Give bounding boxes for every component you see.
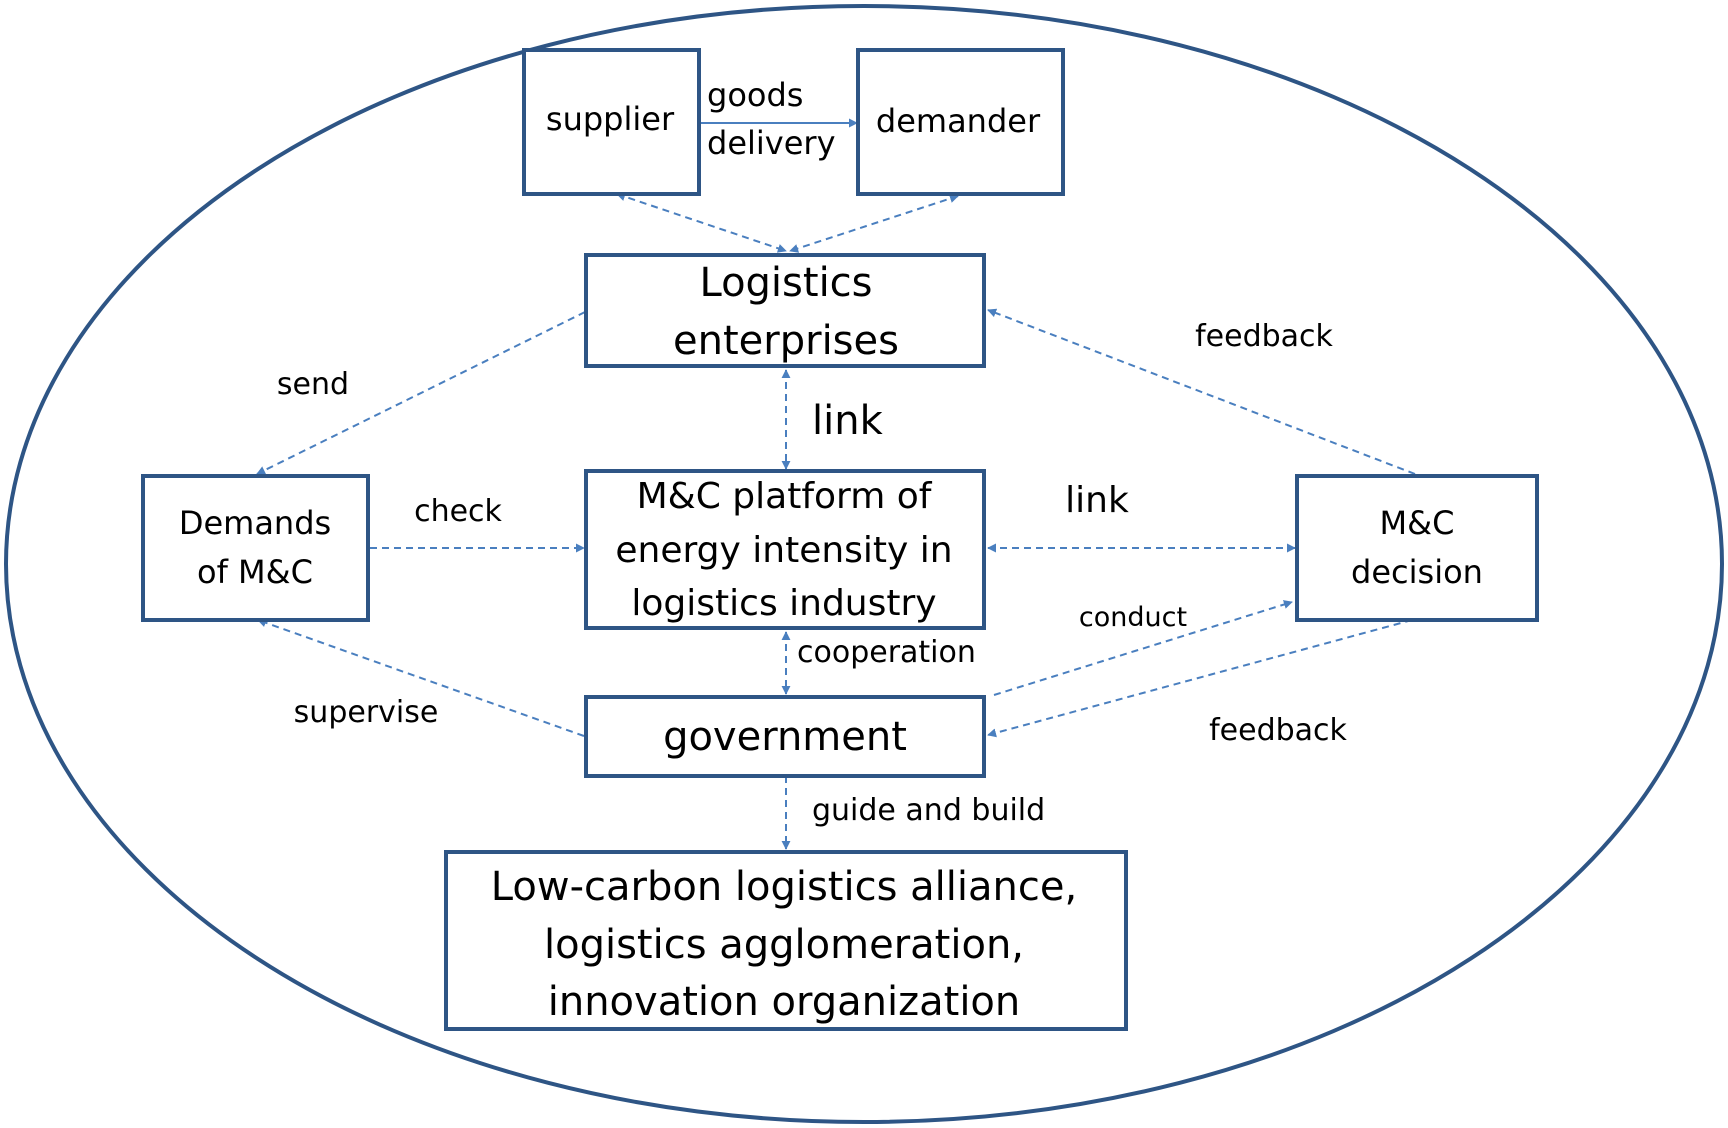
decision-label-line1: M&C (1380, 504, 1455, 542)
send-arrow (256, 311, 586, 475)
cooperation-label: cooperation (797, 635, 976, 670)
logistics-enterprises-label-line2: enterprises (673, 318, 899, 364)
supervise-arrow (257, 618, 585, 737)
government-label: government (663, 714, 907, 760)
demands-of-mc-node: Demands of M&C (141, 474, 370, 622)
demands-label-line2: of M&C (197, 553, 313, 591)
logistics-enterprises-label-line1: Logistics (699, 260, 872, 306)
link-vertical-label: link (812, 398, 884, 444)
alliance-label-line3: innovation organization (548, 979, 1021, 1025)
check-label: check (414, 494, 502, 529)
send-label: send (277, 367, 349, 402)
mc-decision-node: M&C decision (1295, 474, 1539, 622)
conduct-arrow (993, 600, 1293, 696)
link-horizontal-label: link (1065, 480, 1129, 521)
outer-ellipse (4, 4, 1724, 1124)
alliance-label-line2: logistics agglomeration, (544, 922, 1024, 968)
alliance-node: Low-carbon logistics alliance, logistics… (444, 850, 1128, 1031)
supplier-logistics-dashed-arrow (616, 192, 787, 253)
platform-label-line2: energy intensity in (615, 530, 952, 571)
government-node: government (584, 695, 986, 778)
platform-label-line3: logistics industry (631, 583, 936, 624)
demander-node: demander (856, 48, 1065, 196)
supplier-label: supplier (546, 100, 675, 138)
platform-label-line1: M&C platform of (637, 476, 933, 517)
feedback-top-label: feedback (1195, 319, 1333, 354)
demands-label-line1: Demands (179, 504, 331, 542)
goods-label: goods (707, 76, 803, 114)
decision-label-line2: decision (1351, 553, 1483, 591)
supervise-label: supervise (294, 695, 439, 730)
supplier-node: supplier (522, 48, 701, 196)
alliance-label-line1: Low-carbon logistics alliance, (491, 864, 1077, 910)
mc-platform-node: M&C platform of energy intensity in logi… (584, 469, 986, 630)
feedback-bottom-arrow (987, 619, 1413, 738)
feedback-bottom-label: feedback (1209, 713, 1347, 748)
demander-logistics-dashed-arrow (789, 194, 959, 253)
demander-label: demander (876, 102, 1041, 140)
conduct-label: conduct (1079, 602, 1187, 633)
logistics-enterprises-node: Logistics enterprises (584, 253, 986, 368)
delivery-label: delivery (707, 124, 836, 162)
guide-and-build-label: guide and build (812, 793, 1045, 828)
feedback-top-arrow (987, 308, 1416, 475)
